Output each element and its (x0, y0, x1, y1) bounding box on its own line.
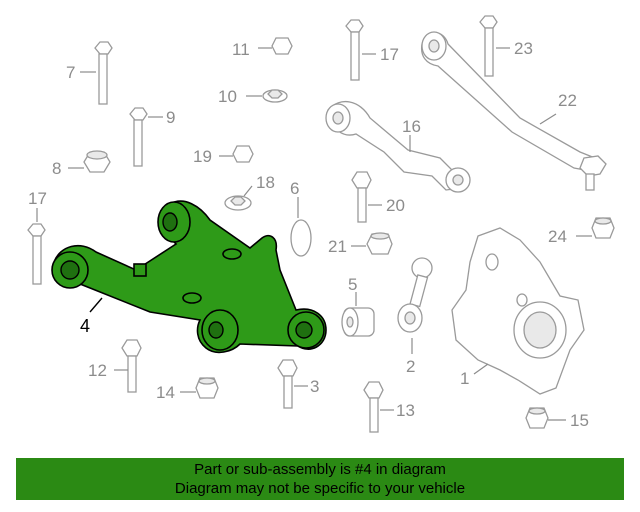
part-6-seal-ring[interactable] (290, 197, 312, 257)
callout-5: 5 (348, 275, 357, 294)
callout-11: 11 (232, 40, 250, 59)
callout-17-upper: 17 (380, 45, 399, 64)
callout-13: 13 (396, 401, 415, 420)
callout-21: 21 (328, 237, 347, 256)
callout-4: 4 (80, 316, 90, 336)
part-10-nut[interactable] (246, 89, 288, 103)
callout-9: 9 (166, 108, 175, 127)
callout-1: 1 (460, 369, 469, 388)
callout-7: 7 (66, 63, 75, 82)
callout-24: 24 (548, 227, 567, 246)
callout-15: 15 (570, 411, 589, 430)
part-8-nut[interactable] (68, 150, 111, 173)
part-21-nut[interactable] (351, 232, 393, 255)
part-12-bolt[interactable] (114, 339, 142, 393)
callout-16: 16 (402, 117, 421, 136)
part-4-lower-control-arm[interactable] (51, 200, 327, 354)
part-14-nut[interactable] (180, 377, 219, 399)
banner-line-part-number: Part or sub-assembly is #4 in diagram (194, 461, 446, 478)
part-17-bolt-left[interactable] (27, 208, 46, 285)
callout-23: 23 (514, 39, 533, 58)
callout-8: 8 (52, 159, 61, 178)
part-19-nut[interactable] (219, 145, 254, 163)
part-3-bolt[interactable] (277, 359, 308, 409)
part-24-nut[interactable] (576, 217, 615, 239)
part-11-nut[interactable] (258, 37, 293, 55)
part-2-link[interactable] (397, 257, 433, 354)
part-23-bolt[interactable] (479, 15, 510, 77)
callout-14: 14 (156, 383, 175, 402)
part-16-control-arm[interactable] (325, 100, 471, 193)
banner-line-disclaimer: Diagram may not be specific to your vehi… (174, 480, 466, 497)
callout-6: 6 (290, 179, 299, 198)
parts-diagram: 7 8 9 11 10 19 18 6 (27, 15, 615, 433)
callout-20: 20 (386, 196, 405, 215)
part-9-bolt[interactable] (129, 107, 163, 167)
callout-10: 10 (218, 87, 237, 106)
part-1-knuckle[interactable] (451, 227, 585, 395)
part-20-bolt[interactable] (351, 171, 382, 223)
info-banner: Part or sub-assembly is #4 in diagram Di… (16, 458, 624, 500)
part-13-bolt[interactable] (363, 381, 394, 433)
callout-17-left: 17 (28, 189, 47, 208)
callout-18: 18 (256, 173, 275, 192)
part-15-nut[interactable] (525, 407, 566, 429)
callout-3: 3 (310, 377, 319, 396)
part-22-arm[interactable] (420, 31, 607, 191)
callout-12: 12 (88, 361, 107, 380)
part-17-bolt-upper[interactable] (345, 19, 376, 81)
part-7-bolt[interactable] (80, 41, 113, 105)
part-18-nut[interactable] (224, 185, 253, 211)
callout-2: 2 (406, 357, 415, 376)
part-5-bushing[interactable] (341, 292, 375, 337)
callout-19: 19 (193, 147, 212, 166)
callout-22: 22 (558, 91, 577, 110)
